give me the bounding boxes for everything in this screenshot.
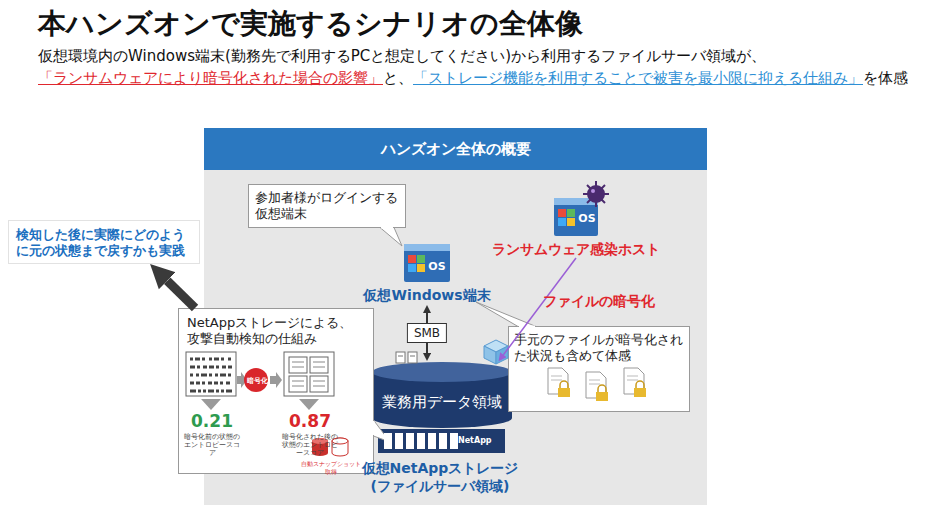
brand-text: NetApp [458,436,504,446]
node-label: 仮想NetAppストレージ (ファイルサーバ領域) [360,459,520,495]
connector [167,281,195,308]
callout-box: 手元のファイルが暗号化された状況も含めて体感 [508,326,690,412]
edge-label: ファイルの暗号化 [543,292,655,310]
infected-host-node: OS ランサムウェア感染ホスト [488,186,664,258]
cylinder-top [372,362,512,382]
subtitle-text: 仮想環境内のWindows端末(勤務先で利用するPCと想定してください)から利用… [38,46,766,66]
note-text: 検知した後に実際にどのように元の状態まで戻すかも実践 [16,227,196,259]
node-label: ランサムウェア感染ホスト [488,240,664,258]
storage-node: NetApp 仮想NetAppストレージ (ファイルサーバ領域) [360,429,520,499]
data-cylinder: 業務用データ領域 [372,362,512,428]
callout-box: 参加者様がログインする仮想端末 [248,184,406,228]
entropy-score: 0.87 [286,411,334,431]
protocol-label: SMB [407,323,447,343]
note-box: 検知した後に実際にどのように元の状態まで戻すかも実践 [8,220,200,264]
subtitle-text: と、 [383,68,413,88]
icon-text: OS [576,212,598,226]
icon-text: OS [424,260,450,274]
subtitle-row: 「ランサムウェアにより暗号化された場合の影響」と、「ストレージ機能を利用すること… [38,68,908,88]
slide-title: 本ハンズオンで実施するシナリオの全体像 [38,6,583,42]
badge-text: 暗号化 [245,377,269,386]
score-note: 暗号化された後の状態のエントロピースコア [280,433,340,457]
overview-panel: ハンズオン全体の概要参加者様がログインする仮想端末OS仮想Windows端末OS… [204,128,707,505]
callout-text: 参加者様がログインする仮想端末 [255,190,401,222]
subtitle-text: 「ストレージ機能を利用することで被害を最小限に抑える仕組み」 [413,68,863,88]
panel-header: ハンズオン全体の概要 [204,128,707,170]
entropy-score: 0.21 [188,411,236,431]
node-label: 仮想Windows端末 [360,286,494,304]
snapshot-note: 自動スナップショット取得 [301,460,361,476]
terminal-node: OS 仮想Windows端末 [360,240,494,304]
callout-text: NetAppストレージによる、攻撃自動検知の仕組み [187,315,357,347]
callout-text: 手元のファイルが暗号化された状況も含めて体感 [514,332,686,364]
node-label: 業務用データ領域 [372,392,512,412]
subtitle-text: を体感 [863,68,908,88]
score-note: 暗号化前の状態のエントロピースコア [182,433,242,457]
subtitle-text: 「ランサムウェアにより暗号化された場合の影響」 [38,68,383,88]
callout-box: NetAppストレージによる、攻撃自動検知の仕組み暗号化 0.21暗号化前の状態の… [178,308,374,474]
